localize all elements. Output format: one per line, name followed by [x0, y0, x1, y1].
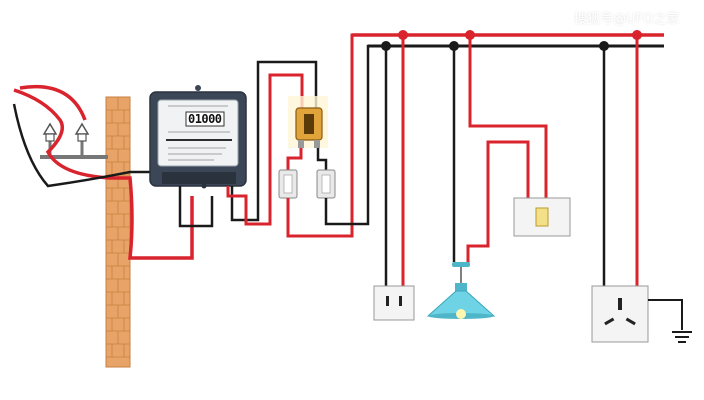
switch-to-lamp [466, 140, 530, 264]
lamp-live-to-switch [468, 35, 548, 198]
wall-switch-icon [513, 197, 571, 237]
incoming-live-wire [13, 88, 194, 260]
fuse-to-holder-live [286, 148, 303, 172]
insulator-icon [74, 122, 90, 135]
electric-meter-icon: 01000 [149, 85, 247, 189]
fuse-to-holder-neutral [316, 148, 328, 172]
meter-out-neutral [178, 186, 214, 228]
pendant-lamp-icon [426, 262, 496, 319]
incoming-live-wire-drop [19, 84, 87, 121]
meter-reading: 01000 [188, 112, 222, 126]
fuse-switch-icon [288, 96, 328, 148]
meter-to-fuse-neutral [230, 60, 318, 222]
socket-icon [591, 285, 649, 343]
insulator-icon [42, 122, 58, 135]
meter-to-fuse-live [226, 73, 304, 226]
fuse-holder-icon [316, 169, 336, 199]
socket-icon [373, 285, 415, 321]
ground-symbol-icon [672, 331, 692, 343]
ground-wire [648, 299, 683, 330]
fuse-holder-icon [278, 169, 298, 199]
watermark: 搜狐号@UFO之家 [574, 12, 680, 27]
utility-pole [105, 96, 131, 368]
incoming-neutral-wire [12, 103, 160, 188]
